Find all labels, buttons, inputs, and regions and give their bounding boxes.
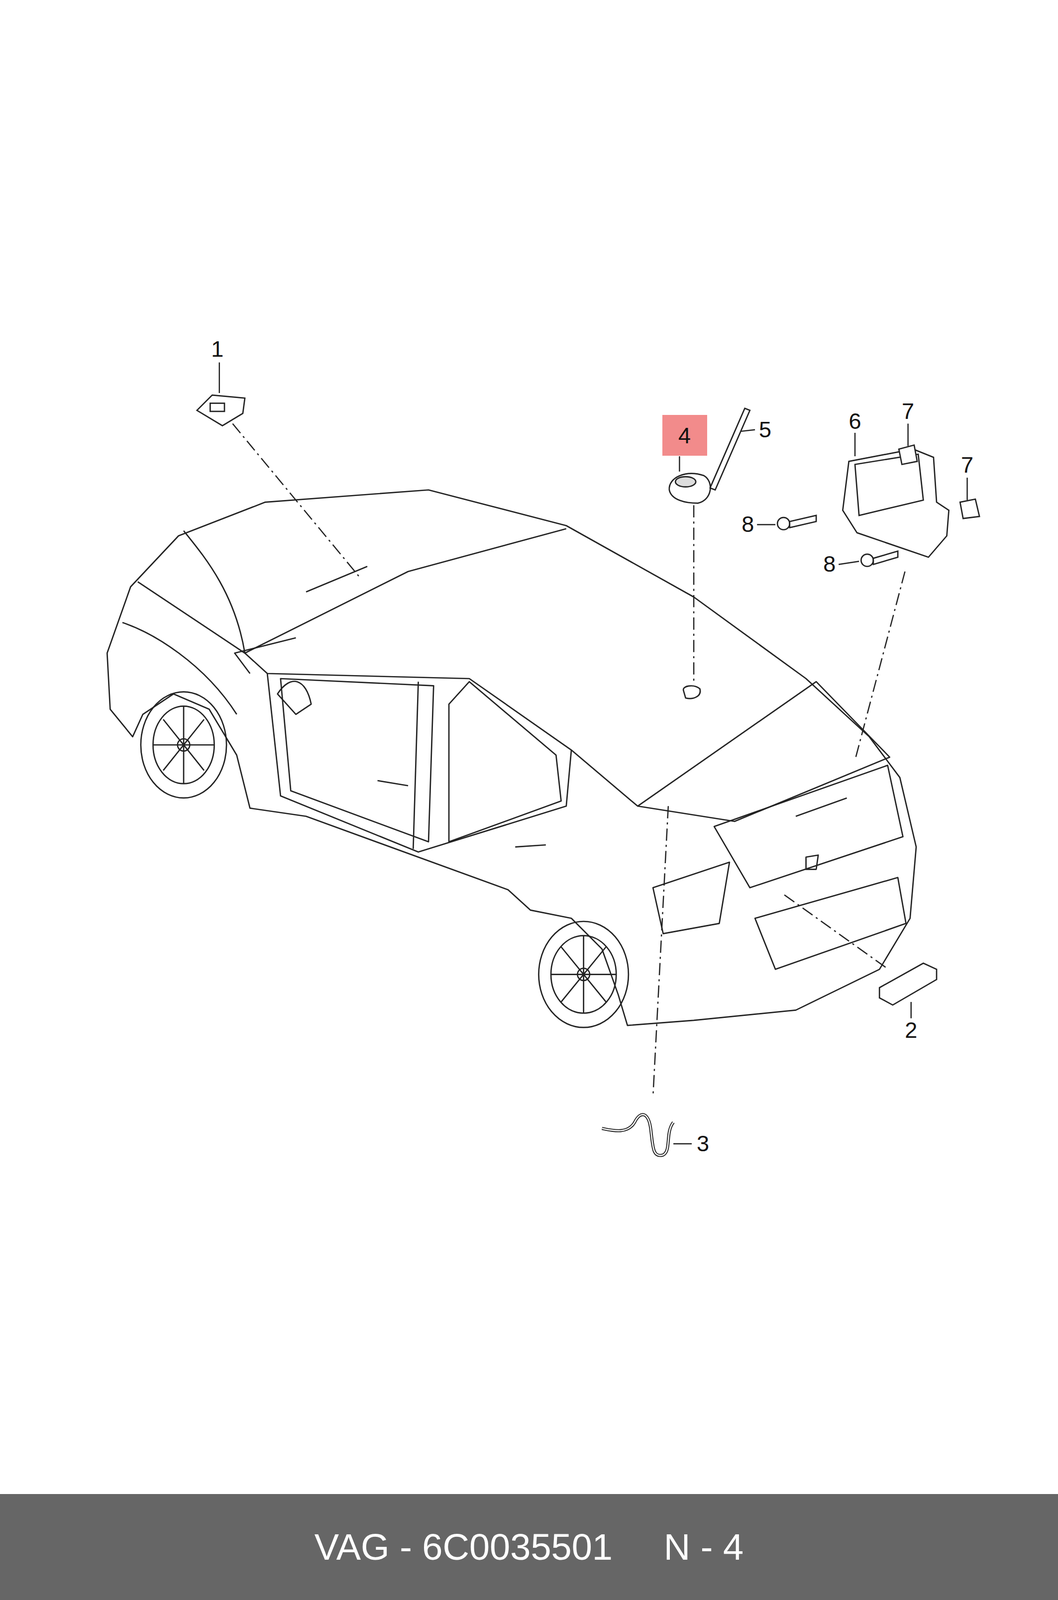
part-number: VAG - 6C0035501 N - 4 xyxy=(314,1529,744,1567)
screw xyxy=(860,554,874,567)
footer-band: VAG - 6C0035501 N - 4 xyxy=(0,1494,1058,1600)
part-3-cable xyxy=(602,1114,674,1156)
screw xyxy=(777,517,790,530)
callout-number: 8 xyxy=(823,552,836,576)
highlight-box: 4 xyxy=(662,415,708,456)
control-module xyxy=(842,449,949,558)
clip xyxy=(898,445,918,465)
callout-number: 7 xyxy=(901,400,915,423)
part-2 xyxy=(879,963,937,1006)
antenna-rod xyxy=(710,408,750,491)
callout-number: 7 xyxy=(960,453,974,477)
leader-lines xyxy=(232,423,905,1097)
callout-number: 2 xyxy=(904,1019,918,1042)
parts xyxy=(197,395,980,1006)
part-1-face xyxy=(210,403,225,412)
clip xyxy=(959,499,980,519)
callout-number: 6 xyxy=(848,410,862,433)
wheels xyxy=(140,692,629,1028)
callout-number: 5 xyxy=(758,418,772,441)
antenna-base xyxy=(669,473,711,504)
callout-number: 8 xyxy=(741,513,754,536)
part-1 xyxy=(197,395,245,426)
callout-number: 1 xyxy=(211,337,224,361)
callout-lines xyxy=(219,362,968,1144)
callout-number: 3 xyxy=(696,1132,710,1156)
callout-number: 4 xyxy=(678,424,691,447)
car-body xyxy=(106,490,917,1026)
